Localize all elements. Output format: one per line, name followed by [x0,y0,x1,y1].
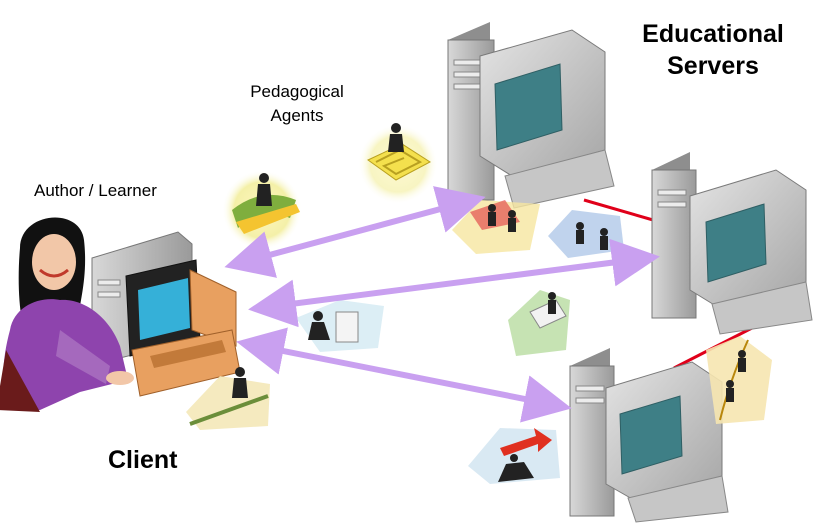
arrow-client-server-2 [248,238,660,328]
educational-servers-label: Educational Servers [628,18,798,82]
pedagogical-agents-line1: Pedagogical [250,82,344,101]
server-1-icon [447,22,615,209]
learner-person-icon [0,217,134,412]
server-link-top [583,198,661,224]
agent-papers-icon [508,290,570,356]
client-label: Client [108,446,178,474]
educational-servers-line2: Servers [667,52,759,80]
agent-running-door-icon [296,300,384,352]
agent-climbers-rope-icon [706,336,772,424]
pedagogical-agents-label: Pedagogical Agents [232,80,362,128]
server-3-icon [569,348,729,523]
agent-businessman-circle-icon [222,170,302,250]
educational-servers-line1: Educational [642,20,784,48]
arrow-client-server-3 [236,327,572,423]
server-2-icon [651,152,813,335]
agent-group-scene-icon [452,200,624,258]
client-workstation-icon [91,231,241,397]
agent-red-arrow-runner-icon [468,428,560,484]
agent-maze-icon [358,123,438,204]
author-learner-label: Author / Learner [34,181,157,200]
pedagogical-agents-line2: Agents [270,106,324,125]
